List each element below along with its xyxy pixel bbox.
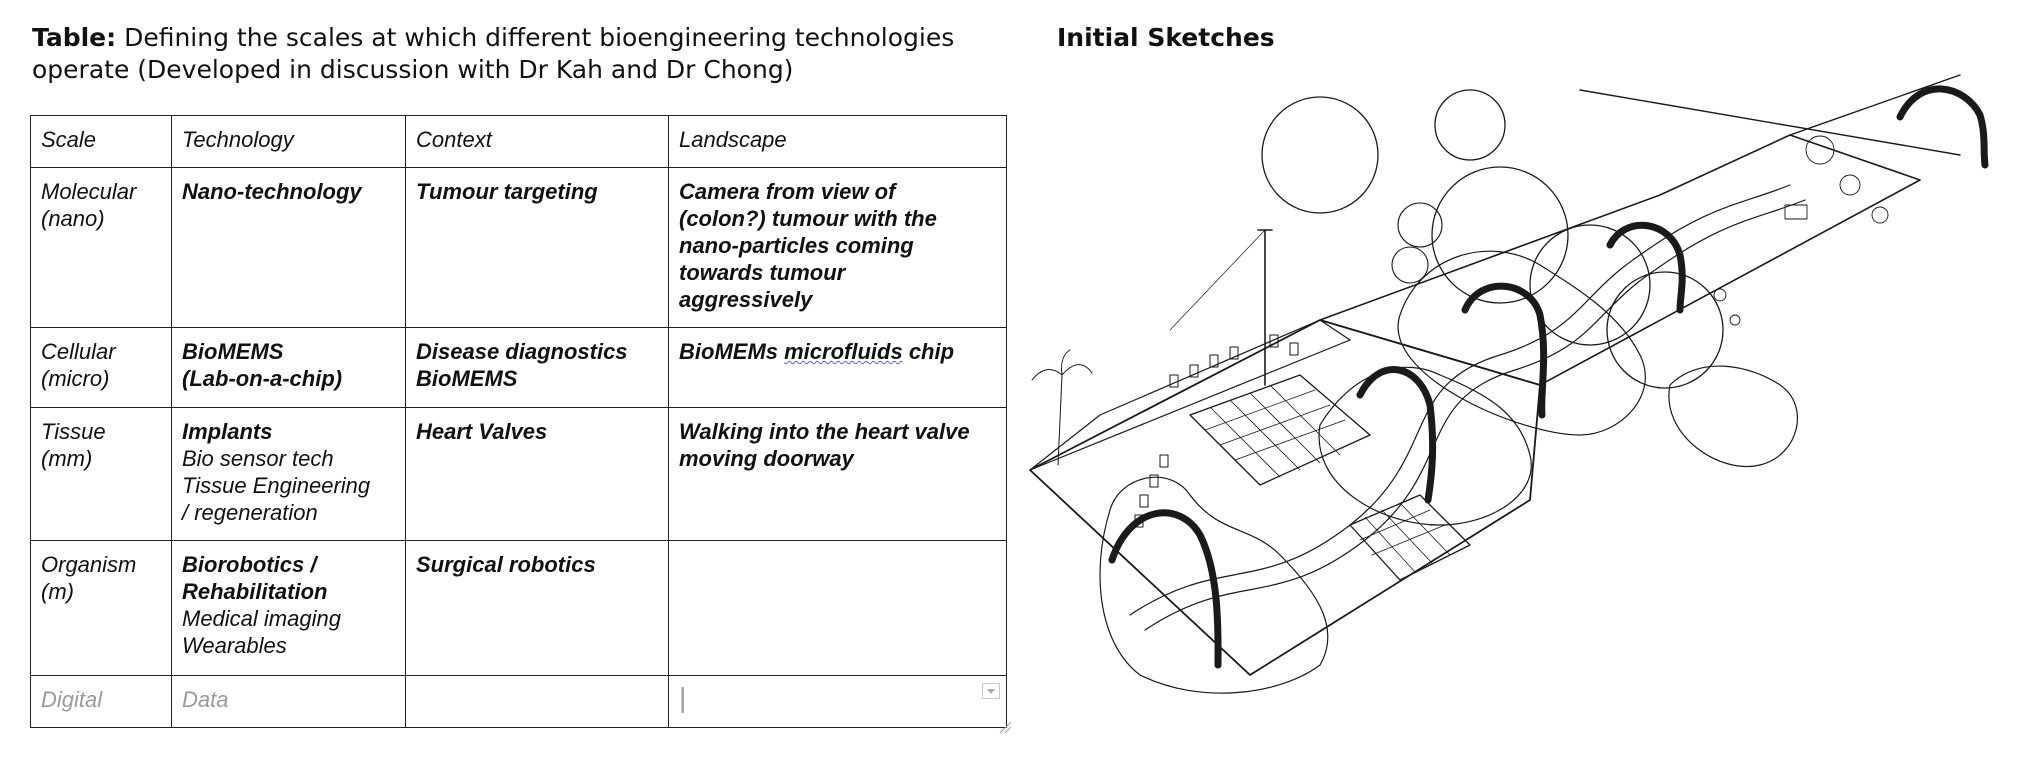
cell-scale[interactable]: Tissue(mm) bbox=[30, 407, 172, 541]
sketch-details bbox=[1713, 135, 1889, 326]
sketch-terrain bbox=[1668, 365, 1798, 468]
caption-text: Defining the scales at which different b… bbox=[32, 23, 955, 84]
caption-label: Table: bbox=[32, 23, 117, 52]
cell-technology[interactable]: Data bbox=[171, 675, 406, 728]
table-row: Organism(m) Biorobotics / Rehabilitation… bbox=[30, 540, 1007, 676]
table-row: Molecular(nano) Nano-technology Tumour t… bbox=[30, 167, 1007, 328]
sketch-walkway-line bbox=[1579, 89, 1961, 156]
sketch-tower-line bbox=[1169, 229, 1266, 331]
sketch-sphere bbox=[1261, 96, 1379, 214]
sketch-sphere bbox=[1431, 166, 1569, 304]
header-row: Scale Technology Context Landscape bbox=[30, 115, 1007, 168]
cell-landscape[interactable]: | bbox=[668, 675, 1007, 728]
sketch-sphere bbox=[1434, 89, 1506, 161]
cell-dropdown-icon[interactable] bbox=[982, 683, 1000, 699]
table-row: Digital Data | bbox=[30, 675, 1007, 728]
sketch-sphere bbox=[1391, 246, 1429, 284]
sketches-title: Initial Sketches bbox=[1057, 23, 1275, 52]
sketch-panels bbox=[1134, 334, 1299, 528]
cell-technology[interactable]: Biorobotics / Rehabilitation Medical ima… bbox=[171, 540, 406, 676]
cell-landscape[interactable]: BioMEMs microfluids chip bbox=[668, 327, 1007, 408]
sketch-platform bbox=[1029, 319, 1541, 676]
table-row: Cellular(micro) BioMEMS(Lab-on-a-chip) D… bbox=[30, 327, 1007, 408]
header-technology[interactable]: Technology bbox=[171, 115, 406, 168]
table-caption: Table: Defining the scales at which diff… bbox=[32, 22, 1042, 86]
resize-handle-icon[interactable] bbox=[998, 720, 1012, 734]
cell-context[interactable]: Surgical robotics bbox=[405, 540, 669, 676]
cell-technology[interactable]: Nano-technology bbox=[171, 167, 406, 328]
cell-scale[interactable]: Digital bbox=[30, 675, 172, 728]
cell-landscape[interactable]: Camera from view of (colon?) tumour with… bbox=[668, 167, 1007, 328]
cell-scale[interactable]: Cellular(micro) bbox=[30, 327, 172, 408]
sketch-path bbox=[1129, 184, 1791, 616]
initial-sketch-drawing bbox=[1029, 74, 1989, 694]
cell-context[interactable] bbox=[405, 675, 669, 728]
table-row: Tissue(mm) Implants Bio sensor tech Tiss… bbox=[30, 407, 1007, 541]
sketch-arches bbox=[1108, 85, 1989, 669]
sketch-sphere bbox=[1397, 202, 1443, 248]
sketch-sphere bbox=[1529, 224, 1651, 346]
sketch-terrain bbox=[1099, 476, 1329, 694]
text-cursor: | bbox=[679, 682, 687, 713]
cell-scale[interactable]: Molecular(nano) bbox=[30, 167, 172, 328]
spellcheck-underline[interactable]: microfluids bbox=[784, 339, 903, 364]
sketch-palm-tree bbox=[1031, 349, 1093, 466]
header-context[interactable]: Context bbox=[405, 115, 669, 168]
sketch-path bbox=[1144, 199, 1806, 631]
sketch-grid-pit bbox=[1189, 374, 1371, 486]
scales-table: Scale Technology Context Landscape Molec… bbox=[30, 115, 1007, 728]
header-scale[interactable]: Scale bbox=[30, 115, 172, 168]
cell-context[interactable]: Heart Valves bbox=[405, 407, 669, 541]
cell-landscape[interactable] bbox=[668, 540, 1007, 676]
cell-context[interactable]: Tumour targeting bbox=[405, 167, 669, 328]
header-landscape[interactable]: Landscape bbox=[668, 115, 1007, 168]
cell-technology[interactable]: Implants Bio sensor tech Tissue Engineer… bbox=[171, 407, 406, 541]
sketch-walkway-line bbox=[1789, 74, 1961, 136]
sketch-terrain bbox=[1397, 250, 1646, 436]
sketch-sphere bbox=[1606, 271, 1724, 389]
cell-technology[interactable]: BioMEMS(Lab-on-a-chip) bbox=[171, 327, 406, 408]
cell-scale[interactable]: Organism(m) bbox=[30, 540, 172, 676]
